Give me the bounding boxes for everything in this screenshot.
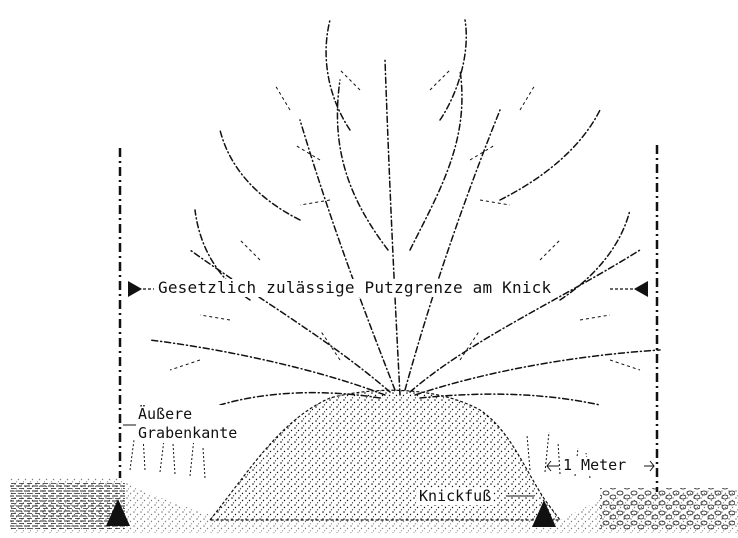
hedge-twigs — [170, 70, 640, 370]
right-field-cobble — [600, 488, 735, 530]
outer-ditch-edge-label: Äußere Grabenkante — [136, 404, 239, 444]
bank-foot-label: Knickfuß — [417, 488, 493, 505]
triangle-right-icon — [128, 281, 142, 297]
triangle-left-icon — [634, 281, 648, 297]
one-meter-label: 1 Meter — [561, 457, 628, 474]
legal-limit-label: Gesetzlich zulässige Putzgrenze am Knick — [156, 279, 553, 297]
outer-ditch-edge-line2: Grabenkante — [138, 424, 237, 443]
hedge-branches — [150, 20, 660, 405]
bank-mound — [210, 390, 560, 520]
outer-ditch-edge-line1: Äußere — [138, 405, 237, 424]
